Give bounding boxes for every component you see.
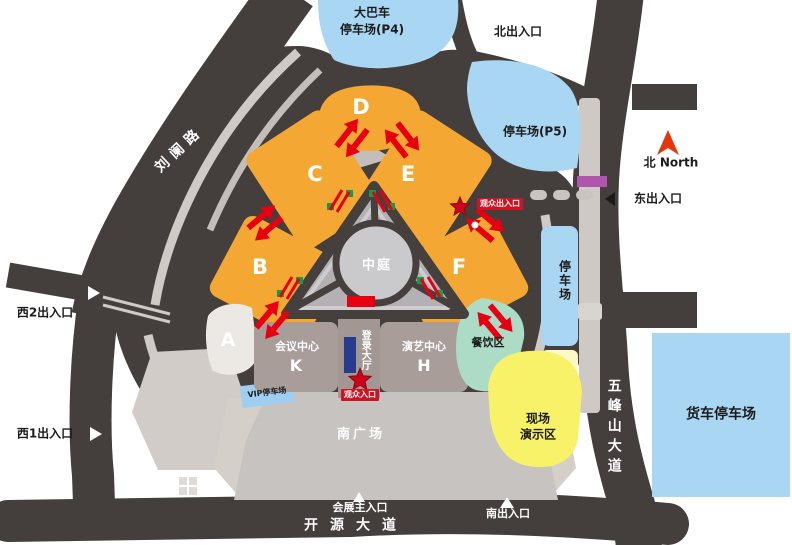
bus-parking-p4-zone — [318, 0, 459, 69]
atrium-label: 中庭 — [361, 257, 393, 273]
hall-d-label: D — [352, 94, 370, 119]
parking-p5-zone — [467, 60, 581, 172]
registration-hall-label: 登录大厅 — [359, 330, 371, 370]
expo-main-entrance-label: 会展主入口 — [332, 501, 388, 515]
south-plaza-label: 南广场 — [336, 426, 386, 442]
stage-red-block — [347, 296, 375, 307]
east-sidewalk-strip — [579, 98, 600, 413]
west2-road-stub — [5, 262, 103, 304]
wufengshan-avenue-road — [572, 0, 662, 545]
conference-center-label: 会议中心 — [275, 340, 319, 354]
bus-parking-p4-label-line1: 大巴车 — [353, 5, 391, 20]
conference-center-shape — [254, 322, 338, 392]
performance-center-shape — [380, 322, 468, 392]
hall-f-label: F — [451, 254, 467, 279]
hall-h-label: H — [417, 356, 431, 375]
atrium-circle — [332, 219, 420, 307]
plaza-tile-marks — [179, 477, 197, 495]
west2-crosswalk — [102, 295, 171, 324]
east-entrance-arrow-icon — [605, 192, 615, 206]
hall-b-label: B — [251, 254, 269, 279]
west2-entrance-label: 西2出入口 — [16, 305, 74, 320]
south-plaza-shape — [234, 392, 558, 500]
kaiyuan-avenue-label: 开源大道 — [304, 517, 408, 534]
east-entrance-label: 东出入口 — [633, 191, 683, 206]
expo-main-entrance-arrow-icon — [353, 492, 365, 502]
north-compass-icon — [657, 130, 679, 155]
wufengshan-avenue-label: 五峰山大道 — [605, 378, 622, 478]
walkway-arc-northwest — [150, 48, 302, 306]
dining-area-label: 餐饮区 — [471, 336, 505, 350]
north-entrance-label: 北出入口 — [493, 24, 543, 39]
west1-entrance-label: 西1出入口 — [16, 426, 74, 441]
demo-area-label-line1: 现场 — [525, 411, 551, 426]
west1-entrance-arrow-icon — [90, 427, 102, 441]
south-entrance-arrow-icon — [500, 497, 514, 508]
hall-c-shape — [246, 110, 380, 250]
parking-p5-label: 停车场(P5) — [502, 124, 568, 139]
liulan-road — [71, 0, 313, 325]
hall-k-label: K — [289, 356, 303, 375]
compass-north-label: 北 North — [643, 155, 699, 170]
registration-blue-block — [344, 337, 356, 373]
east-parking-strip-label: 停车场 — [557, 260, 572, 302]
bus-parking-p4-label-line2: 停车场(P4) — [339, 22, 405, 37]
hall-a-shape — [205, 303, 258, 375]
west2-entrance-arrow-icon — [88, 286, 100, 300]
road-crossing-mark — [578, 303, 602, 320]
southwest-plaza — [132, 348, 246, 470]
audience-entrance-badge: 观众入口 — [341, 389, 379, 401]
sidewalk-dashes — [530, 190, 593, 200]
shuttle-stop-purple — [577, 176, 607, 187]
south-entrance-label: 南出入口 — [486, 507, 530, 521]
truck-parking-zone — [652, 333, 790, 497]
hall-a-label: A — [220, 329, 236, 352]
demo-area-label-line2: 演示区 — [519, 427, 557, 442]
west-ring-road — [69, 296, 120, 533]
walkway-arc-northwest-inner — [206, 67, 323, 232]
hall-e-label: E — [400, 161, 416, 186]
performance-center-label: 演艺中心 — [402, 340, 446, 354]
demo-area-shape — [488, 350, 582, 468]
east-parking-strip-zone — [541, 226, 578, 346]
map-dot — [471, 221, 479, 229]
hall-c-label: C — [307, 161, 323, 186]
truck-parking-label: 货车停车场 — [686, 406, 756, 423]
audience-exit-badge: 观众出入口 — [477, 198, 523, 210]
